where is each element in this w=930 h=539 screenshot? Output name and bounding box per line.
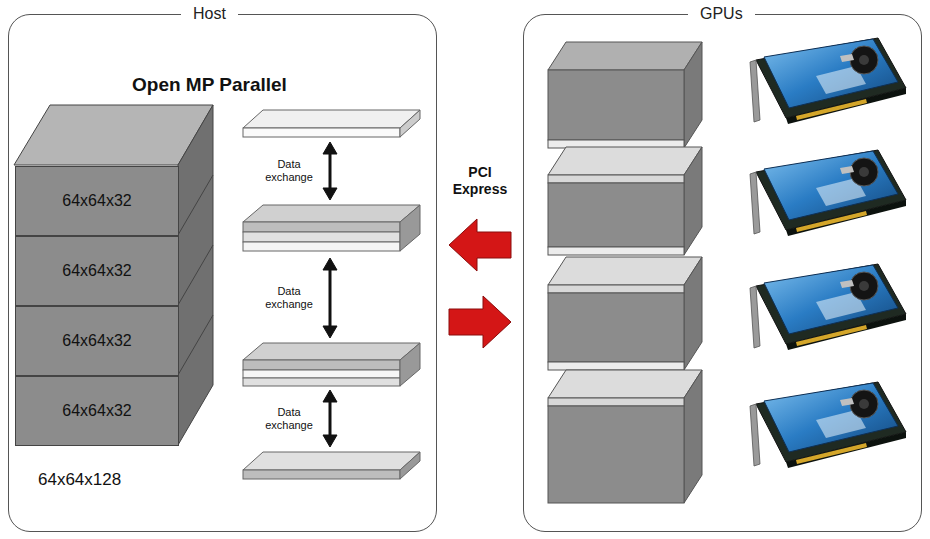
block-label: 64x64x32: [62, 192, 131, 210]
subdomain-box: 64x64x32: [15, 236, 179, 306]
block-arrow: [449, 219, 511, 271]
subdomain-box: 64x64x32: [15, 166, 179, 236]
subdomain-box: 64x64x32: [15, 376, 179, 446]
exchange-label: Data exchange: [258, 406, 320, 432]
bus-label: PCI Express: [442, 164, 518, 198]
exchange-label: Data exchange: [258, 158, 320, 184]
panel-heading: Open MP Parallel: [132, 73, 287, 97]
gpu-panel: GPUs: [523, 14, 922, 532]
host-panel: HostOpen MP Parallel64x64x3264x64x3264x6…: [8, 14, 437, 532]
panel-title: Host: [181, 4, 238, 24]
panel-title: GPUs: [688, 4, 755, 24]
block-arrow: [449, 296, 511, 348]
size-label: 64x64x128: [38, 470, 178, 490]
subdomain-box: 64x64x32: [15, 306, 179, 376]
block-label: 64x64x32: [62, 402, 131, 420]
block-label: 64x64x32: [62, 332, 131, 350]
block-label: 64x64x32: [62, 262, 131, 280]
exchange-label: Data exchange: [258, 285, 320, 311]
